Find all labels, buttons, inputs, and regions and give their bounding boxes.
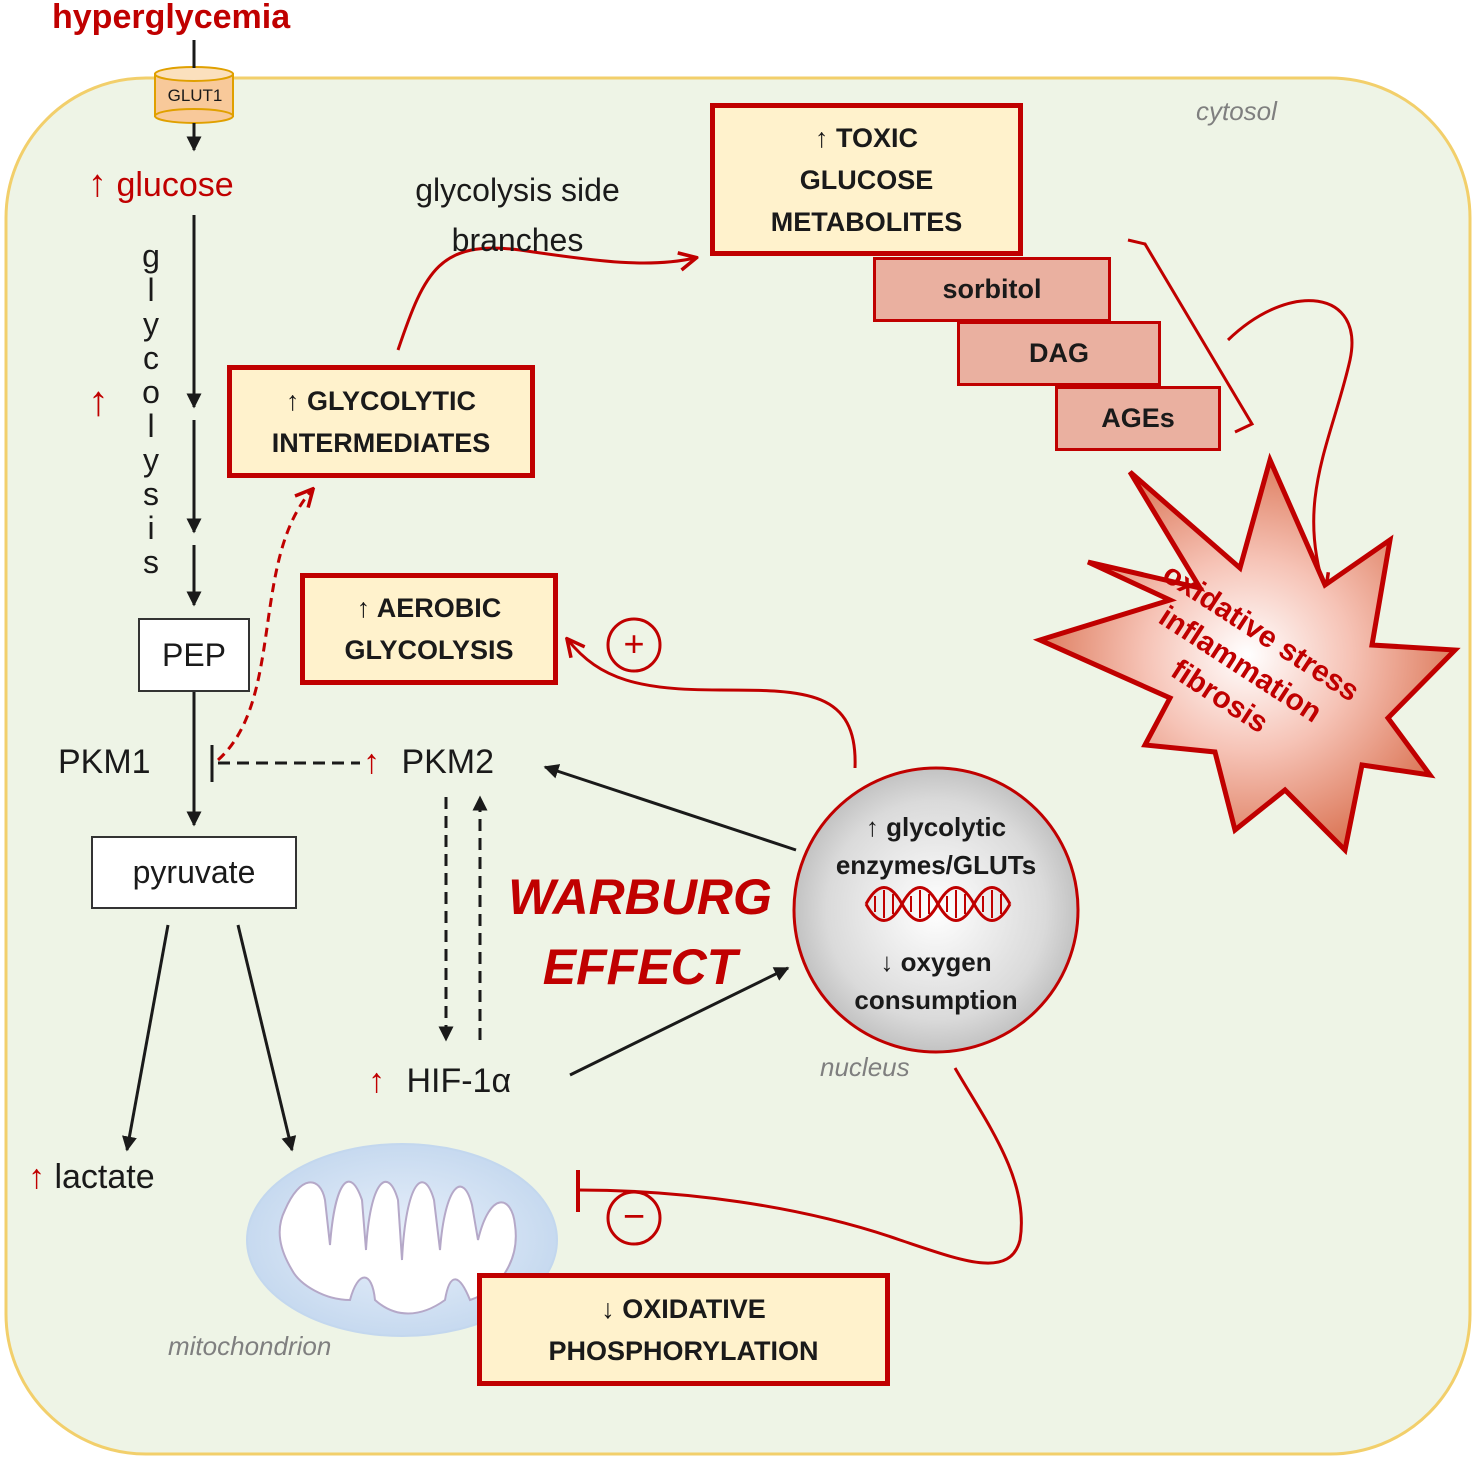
minus-sign-circle	[606, 1190, 662, 1246]
glucose-label: glucose	[116, 166, 234, 204]
sorbitol-box: sorbitol	[873, 257, 1111, 322]
up-arrow-icon: ↑	[88, 163, 107, 205]
aerobic-line1: ↑ AEROBIC	[356, 593, 502, 623]
nucleus-line4: consumption	[854, 985, 1018, 1015]
ages-label: AGEs	[1101, 403, 1175, 433]
pep-label: PEP	[161, 636, 227, 673]
nucleus-line1: ↑ glycolytic	[865, 812, 1007, 842]
lactate-label: lactate	[54, 1158, 155, 1196]
warburg-effect-label: WARBURG EFFECT	[500, 862, 780, 1002]
glycolysis-path-arrows	[122, 123, 297, 1152]
nucleus-line3: ↓ oxygen	[880, 947, 992, 977]
pkm2-label: PKM2	[401, 743, 495, 781]
glycolysis-letter: g	[142, 238, 160, 274]
warburg-line2: EFFECT	[542, 939, 738, 995]
mitochondrion-label: mitochondrion	[168, 1331, 332, 1361]
plus-sign-circle	[606, 617, 662, 673]
glycolysis-up-arrow-icon: ↑	[88, 377, 109, 424]
aerobic-glycolysis-box: ↑ AEROBIC GLYCOLYSIS	[300, 573, 558, 685]
aerobic-line2: GLYCOLYSIS	[344, 635, 514, 665]
glut1-label: GLUT1	[167, 86, 223, 105]
pkm1-to-intermediates-dashed	[216, 490, 312, 762]
minus-sign: −	[622, 1196, 646, 1238]
glycolysis-letter: i	[147, 510, 155, 546]
side-branch-line2: branches	[451, 222, 584, 258]
pyruvate-label: pyruvate	[132, 854, 256, 890]
pyruvate-box: pyruvate	[91, 836, 297, 909]
hyperglycemia-label: hyperglycemia	[52, 0, 291, 36]
hif-row: ↑ HIF-1α	[368, 1064, 511, 1098]
metabolites-to-stress-arrow	[1226, 299, 1354, 590]
glucose-row: ↑ glucose	[88, 165, 234, 203]
glycolytic-intermediates-box: ↑ GLYCOLYTIC INTERMEDIATES	[227, 365, 535, 478]
glycolysis-letter: s	[143, 544, 159, 580]
glycolysis-letter: l	[147, 408, 155, 444]
toxic-line3: METABOLITES	[770, 206, 963, 237]
side-branch-line1: glycolysis side	[415, 172, 620, 208]
glycolysis-letter: l	[147, 272, 155, 308]
nucleus-bottom-text: ↓ oxygen consumption	[806, 943, 1066, 1019]
toxic-line1: ↑ TOXIC	[814, 122, 919, 153]
dna-helix-icon	[864, 886, 1012, 922]
intermediates-line2: INTERMEDIATES	[271, 427, 491, 458]
oxidative-phosphorylation-box: ↓ OXIDATIVE PHOSPHORYLATION	[477, 1273, 890, 1386]
nucleus-inhibits-mito-line	[577, 1067, 1023, 1265]
dag-box: DAG	[957, 321, 1161, 386]
glycolysis-letter: y	[143, 442, 159, 478]
side-branch-label: glycolysis side branches	[390, 165, 645, 265]
nucleus-label: nucleus	[820, 1052, 910, 1082]
toxic-metabolites-box: ↑ TOXIC GLUCOSE METABOLITES	[710, 103, 1023, 256]
toxic-line2: GLUCOSE	[799, 164, 934, 195]
plus-sign: +	[623, 623, 645, 664]
dag-label: DAG	[1029, 338, 1089, 368]
up-arrow-icon: ↑	[368, 1062, 385, 1100]
cytosol-label: cytosol	[1196, 96, 1277, 126]
nucleus-to-pkm2-arrow	[543, 764, 797, 852]
metabolites-bracket	[1127, 238, 1255, 434]
glycolysis-letter: o	[142, 374, 160, 410]
glycolysis-letter: s	[143, 476, 159, 512]
lactate-row: ↑ lactate	[28, 1160, 155, 1194]
stress-starburst-shape	[1032, 452, 1461, 856]
ages-box: AGEs	[1055, 386, 1221, 451]
oxphos-line1: ↓ OXIDATIVE	[601, 1293, 766, 1324]
oxphos-line2: PHOSPHORYLATION	[548, 1335, 819, 1366]
pkm1-label: PKM1	[58, 743, 151, 781]
pep-box: PEP	[138, 618, 250, 692]
up-arrow-icon: ↑	[363, 743, 380, 781]
glycolysis-letter: c	[143, 340, 159, 376]
hif-label: HIF-1α	[406, 1062, 512, 1100]
sorbitol-label: sorbitol	[942, 274, 1042, 304]
nucleus-line2: enzymes/GLUTs	[835, 850, 1037, 880]
pkm2-row: ↑ PKM2	[363, 745, 494, 779]
mitochondrion-cristae	[278, 1180, 517, 1315]
nucleus-to-aerobic-arrow	[568, 640, 857, 769]
hif-to-nucleus-arrow	[569, 966, 790, 1077]
glycolysis-letter: y	[143, 306, 159, 342]
side-branch-arrow	[396, 246, 695, 351]
intermediates-line1: ↑ GLYCOLYTIC	[285, 385, 477, 416]
warburg-line1: WARBURG	[508, 869, 772, 925]
up-arrow-icon: ↑	[28, 1158, 45, 1196]
glut1-transporter-icon	[154, 66, 234, 124]
nucleus-top-text: ↑ glycolytic enzymes/GLUTs	[806, 808, 1066, 884]
